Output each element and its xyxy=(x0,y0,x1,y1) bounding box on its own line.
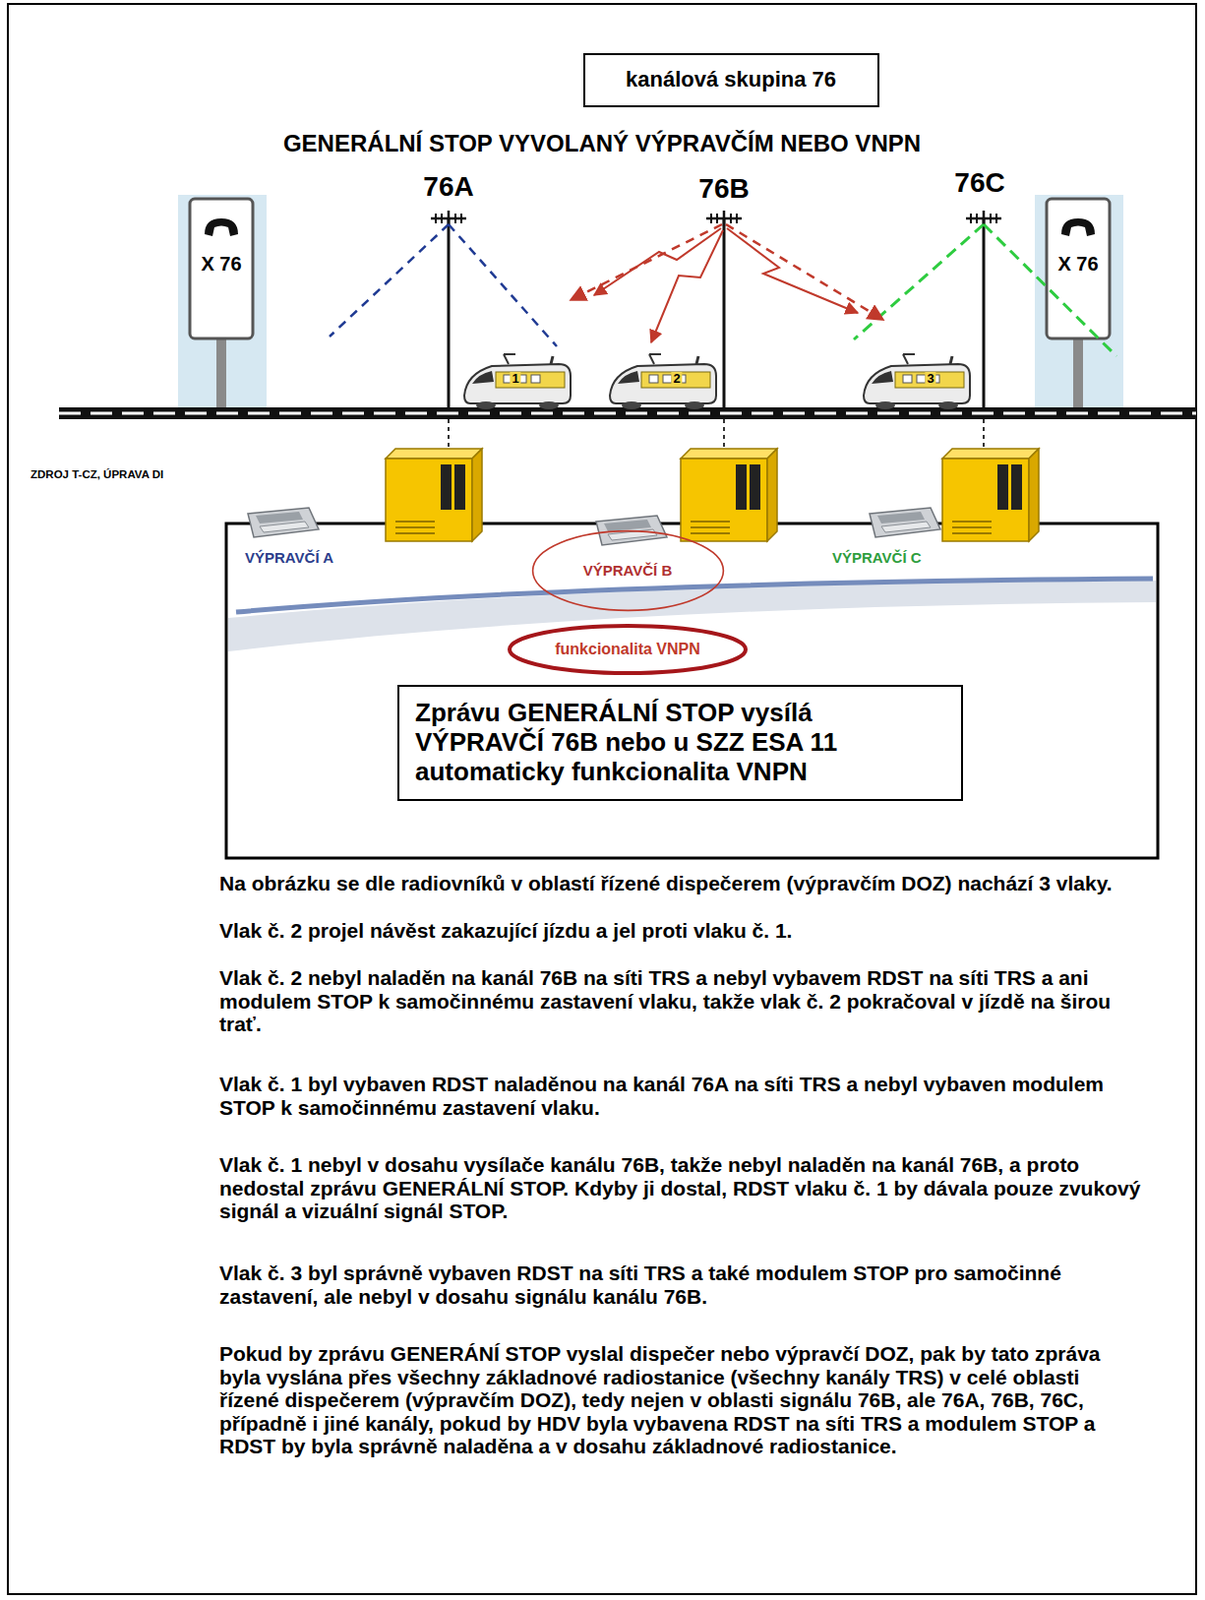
radio-signal xyxy=(594,228,858,343)
phone-sign xyxy=(189,198,253,339)
dispatcher-phone xyxy=(247,507,319,538)
antenna-mast xyxy=(447,218,451,408)
coverage-line xyxy=(329,224,449,337)
channel-label: 76C xyxy=(954,167,1005,199)
ellipse-outline xyxy=(532,531,723,611)
channel-group-box: kanálová skupina 76 xyxy=(583,53,880,108)
pole-link xyxy=(982,419,985,449)
node-text: kanálová skupina 76 xyxy=(599,66,864,92)
explanation-text: Vlak č. 2 projel návěst zakazující jízdu… xyxy=(219,918,1145,943)
coverage-line xyxy=(448,224,557,347)
coverage-line xyxy=(725,224,884,320)
antenna-mast xyxy=(706,210,742,227)
phone-sign xyxy=(216,334,227,414)
radio-signal xyxy=(726,228,858,313)
track xyxy=(59,407,1197,420)
sign-text: X 76 xyxy=(1057,252,1098,276)
train-number: 3 xyxy=(924,371,936,387)
channel-label: 76A xyxy=(422,171,474,203)
node-text: VÝPRAVČÍ B xyxy=(556,561,700,579)
message-panel xyxy=(226,523,1158,858)
pole-link xyxy=(447,419,450,449)
track xyxy=(59,407,1197,420)
radio-signal xyxy=(651,230,723,343)
base-station xyxy=(385,448,482,542)
phone-sign xyxy=(1034,194,1124,414)
coverage-line xyxy=(983,224,1117,357)
antenna-mast xyxy=(430,210,467,227)
dispatcher-phone xyxy=(869,507,941,538)
function-ellipse: funkcionalita VNPN xyxy=(505,621,750,677)
ellipse-outline xyxy=(509,625,746,673)
explanation-text: Na obrázku se dle radiovníků v oblastí ř… xyxy=(219,871,1145,896)
source-note: ZDROJ T-CZ, ÚPRAVA DI xyxy=(30,468,164,482)
antenna-mast xyxy=(965,210,1002,227)
antenna-mast xyxy=(723,218,726,408)
message-box: Zprávu GENERÁLNÍ STOP vysílá VÝPRAVČÍ 76… xyxy=(397,684,964,801)
dispatcher-phone xyxy=(247,507,941,545)
track xyxy=(59,412,1197,416)
dispatcher-band xyxy=(236,578,1153,612)
phone-sign xyxy=(178,194,267,414)
coverage-line xyxy=(329,224,1117,357)
explanation-text: Pokud by zprávu GENERÁNÍ STOP vyslal dis… xyxy=(219,1341,1145,1458)
sign-text: X 76 xyxy=(200,252,241,276)
antenna-mast xyxy=(982,218,986,408)
phone-sign xyxy=(1061,218,1095,237)
explanation-text: Vlak č. 1 byl vybaven RDST naladěnou na … xyxy=(219,1072,1145,1119)
train-number: 2 xyxy=(670,371,682,387)
train xyxy=(464,354,571,410)
radio-signal xyxy=(594,228,722,296)
node-text: Zprávu GENERÁLNÍ STOP vysílá VÝPRAVČÍ 76… xyxy=(415,698,946,787)
outer-frame xyxy=(7,3,1197,1594)
train xyxy=(464,354,970,410)
phone-sign xyxy=(1073,334,1084,414)
dispatcher-ellipse: VÝPRAVČÍ B xyxy=(531,529,725,612)
diagram-title: GENERÁLNÍ STOP VYVOLANÝ VÝPRAVČÍM NEBO V… xyxy=(283,129,921,158)
base-station xyxy=(680,448,778,542)
train-number: 1 xyxy=(509,371,521,387)
base-station xyxy=(385,448,1039,542)
node-text: funkcionalita VNPN xyxy=(537,640,719,659)
coverage-line xyxy=(570,224,723,301)
train xyxy=(863,354,970,410)
dispatcher-label: VÝPRAVČÍ C xyxy=(832,548,922,566)
phone-sign xyxy=(204,218,239,237)
train xyxy=(609,354,717,410)
explanation-text: Vlak č. 1 nebyl v dosahu vysílače kanálu… xyxy=(219,1152,1145,1223)
channel-label: 76B xyxy=(698,173,749,205)
coverage-line xyxy=(853,224,984,340)
pole-link xyxy=(448,419,984,449)
explanation-text: Vlak č. 2 nebyl naladěn na kanál 76B na … xyxy=(219,965,1145,1036)
base-station xyxy=(942,448,1039,542)
pole-link xyxy=(723,419,725,449)
explanation-text: Vlak č. 3 byl správně vybaven RDST na sí… xyxy=(219,1261,1145,1308)
dispatcher-label: VÝPRAVČÍ A xyxy=(244,548,334,566)
